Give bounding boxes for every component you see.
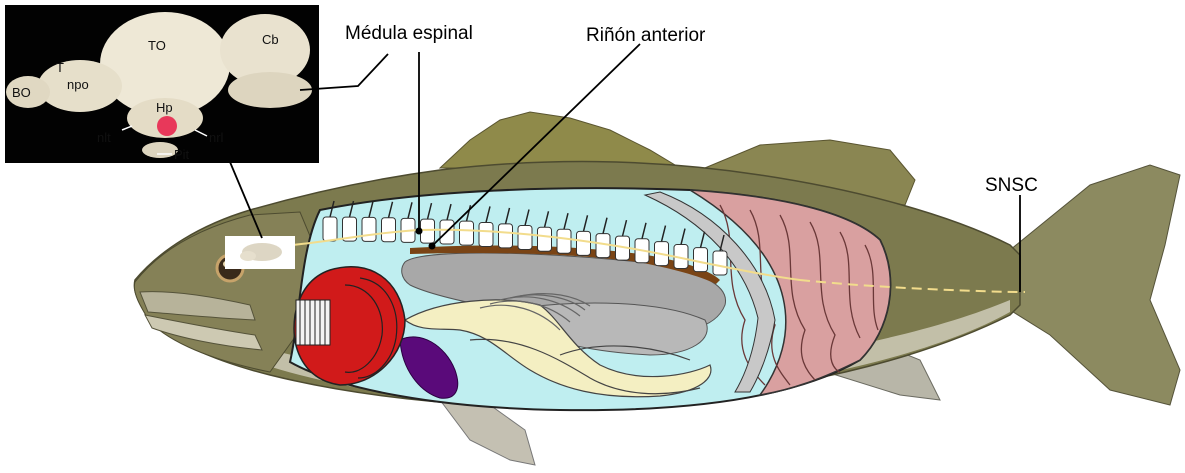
vertebra — [479, 222, 493, 246]
brain-pituitary — [142, 142, 178, 158]
label-rinon-anterior: Riñón anterior — [586, 25, 706, 46]
label-nrl: nrl — [209, 130, 224, 145]
hp-dot — [157, 116, 177, 136]
label-npo: npo — [67, 77, 89, 92]
vertebra — [323, 217, 337, 241]
medula-dot — [416, 228, 423, 235]
vertebra — [518, 226, 532, 250]
vertebra — [382, 218, 396, 242]
label-TO: TO — [148, 38, 166, 53]
vertebra — [538, 227, 552, 251]
label-nlt: nlt — [97, 130, 111, 145]
brain-inset: TO Cb T BO npo Hp nlt nrl Pit — [5, 5, 319, 163]
vertebra — [460, 221, 474, 245]
rinon-dot — [429, 243, 436, 250]
label-Cb: Cb — [262, 32, 279, 47]
gill-rakers — [296, 300, 330, 345]
caudal-fin — [1010, 165, 1180, 405]
vertebra — [694, 248, 708, 272]
label-Pit: Pit — [174, 147, 190, 162]
vertebra — [596, 234, 610, 258]
label-snsc: SNSC — [985, 175, 1038, 196]
label-medula-espinal: Médula espinal — [345, 23, 473, 44]
label-Hp: Hp — [156, 100, 173, 115]
brain-medulla — [228, 72, 312, 108]
brain-thumbnail — [225, 236, 295, 269]
label-T: T — [56, 60, 64, 75]
dorsal-fin-spiny — [440, 112, 680, 168]
vertebra — [577, 231, 591, 255]
vertebra — [362, 217, 376, 241]
vertebra — [557, 229, 571, 253]
vertebra — [713, 251, 727, 275]
label-BO: BO — [12, 85, 31, 100]
vertebra — [499, 224, 513, 248]
vertebra — [421, 219, 435, 243]
